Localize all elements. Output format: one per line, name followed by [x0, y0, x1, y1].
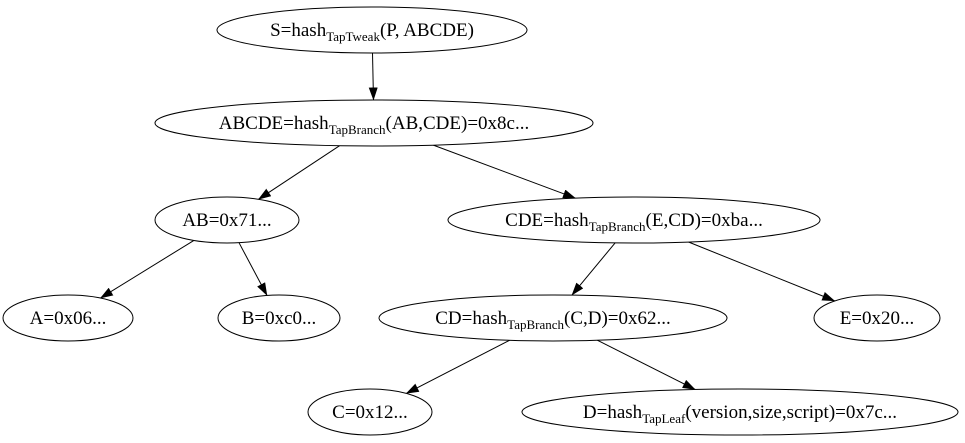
node-E: E=0x20...: [813, 294, 941, 342]
node-S-label: S=hashTapTweak(P, ABCDE): [270, 20, 474, 44]
edge-CD-C: [405, 339, 510, 394]
nodes-layer: S=hashTapTweak(P, ABCDE)ABCDE=hashTapBra…: [2, 6, 959, 436]
edge-CD-D: [597, 339, 696, 390]
node-A: A=0x06...: [2, 294, 134, 342]
node-S: S=hashTapTweak(P, ABCDE): [216, 6, 528, 54]
node-C-ellipse: [307, 388, 433, 436]
node-A-ellipse: [2, 294, 134, 342]
edge-AB-A: [99, 239, 195, 299]
node-CDE: CDE=hashTapBranch(E,CD)=0xba...: [447, 196, 821, 244]
node-ABCDE: ABCDE=hashTapBranch(AB,CDE)=0x8c...: [154, 99, 594, 147]
node-S-label-part-0: S=hash: [270, 20, 327, 41]
node-E-label: E=0x20...: [840, 308, 915, 329]
node-S-label-part-1: TapTweak: [326, 29, 380, 44]
node-ABCDE-ellipse: [154, 99, 594, 147]
node-CDE-label-part-2: (E,CD)=0xba...: [646, 210, 763, 231]
edge-ABCDE-AB: [257, 145, 340, 200]
node-C: C=0x12...: [307, 388, 433, 436]
node-CDE-label-part-1: TapBranch: [589, 219, 646, 234]
edge-ABCDE-CDE: [433, 144, 576, 199]
node-A-label: A=0x06...: [30, 308, 107, 329]
node-CDE-ellipse: [447, 196, 821, 244]
node-D-label-part-0: D=hash: [583, 402, 643, 423]
edge-AB-B: [238, 242, 268, 296]
node-CDE-label-part-0: CDE=hash: [505, 210, 589, 231]
node-D-label: D=hashTapLeaf(version,size,script)=0x7c.…: [583, 402, 897, 426]
node-CD-label-part-2: (C,D)=0x62...: [564, 308, 671, 329]
node-CD-label-part-1: TapBranch: [507, 317, 564, 332]
node-D-ellipse: [521, 388, 959, 436]
node-E-ellipse: [813, 294, 941, 342]
node-C-label-part-0: C=0x12...: [332, 402, 408, 423]
node-CD: CD=hashTapBranch(C,D)=0x62...: [378, 294, 728, 342]
node-AB-label-part-0: AB=0x71...: [182, 210, 271, 231]
node-CD-label-part-0: CD=hash: [435, 308, 507, 329]
node-ABCDE-label-part-2: (AB,CDE)=0x8c...: [386, 113, 530, 134]
node-S-ellipse: [216, 6, 528, 54]
node-B: B=0xc0...: [217, 294, 341, 342]
edges-layer: [99, 52, 836, 394]
node-B-ellipse: [217, 294, 341, 342]
node-B-label-part-0: B=0xc0...: [242, 308, 317, 329]
node-D: D=hashTapLeaf(version,size,script)=0x7c.…: [521, 388, 959, 436]
node-ABCDE-label-part-0: ABCDE=hash: [219, 113, 329, 134]
node-D-label-part-1: TapLeaf: [642, 411, 686, 426]
node-D-label-part-2: (version,size,script)=0x7c...: [685, 402, 897, 423]
node-AB: AB=0x71...: [154, 196, 300, 244]
edge-CDE-E: [688, 241, 836, 302]
node-S-label-part-2: (P, ABCDE): [380, 20, 474, 41]
node-B-label: B=0xc0...: [242, 308, 317, 329]
node-E-label-part-0: E=0x20...: [840, 308, 915, 329]
edge-S-ABCDE: [368, 52, 378, 101]
edge-CDE-CD: [571, 242, 616, 296]
node-CDE-label: CDE=hashTapBranch(E,CD)=0xba...: [505, 210, 763, 234]
node-AB-ellipse: [154, 196, 300, 244]
node-ABCDE-label: ABCDE=hashTapBranch(AB,CDE)=0x8c...: [219, 113, 529, 137]
node-CD-label: CD=hashTapBranch(C,D)=0x62...: [435, 308, 671, 332]
node-AB-label: AB=0x71...: [182, 210, 271, 231]
node-CD-ellipse: [378, 294, 728, 342]
node-A-label-part-0: A=0x06...: [30, 308, 107, 329]
node-ABCDE-label-part-1: TapBranch: [329, 122, 386, 137]
node-C-label: C=0x12...: [332, 402, 408, 423]
